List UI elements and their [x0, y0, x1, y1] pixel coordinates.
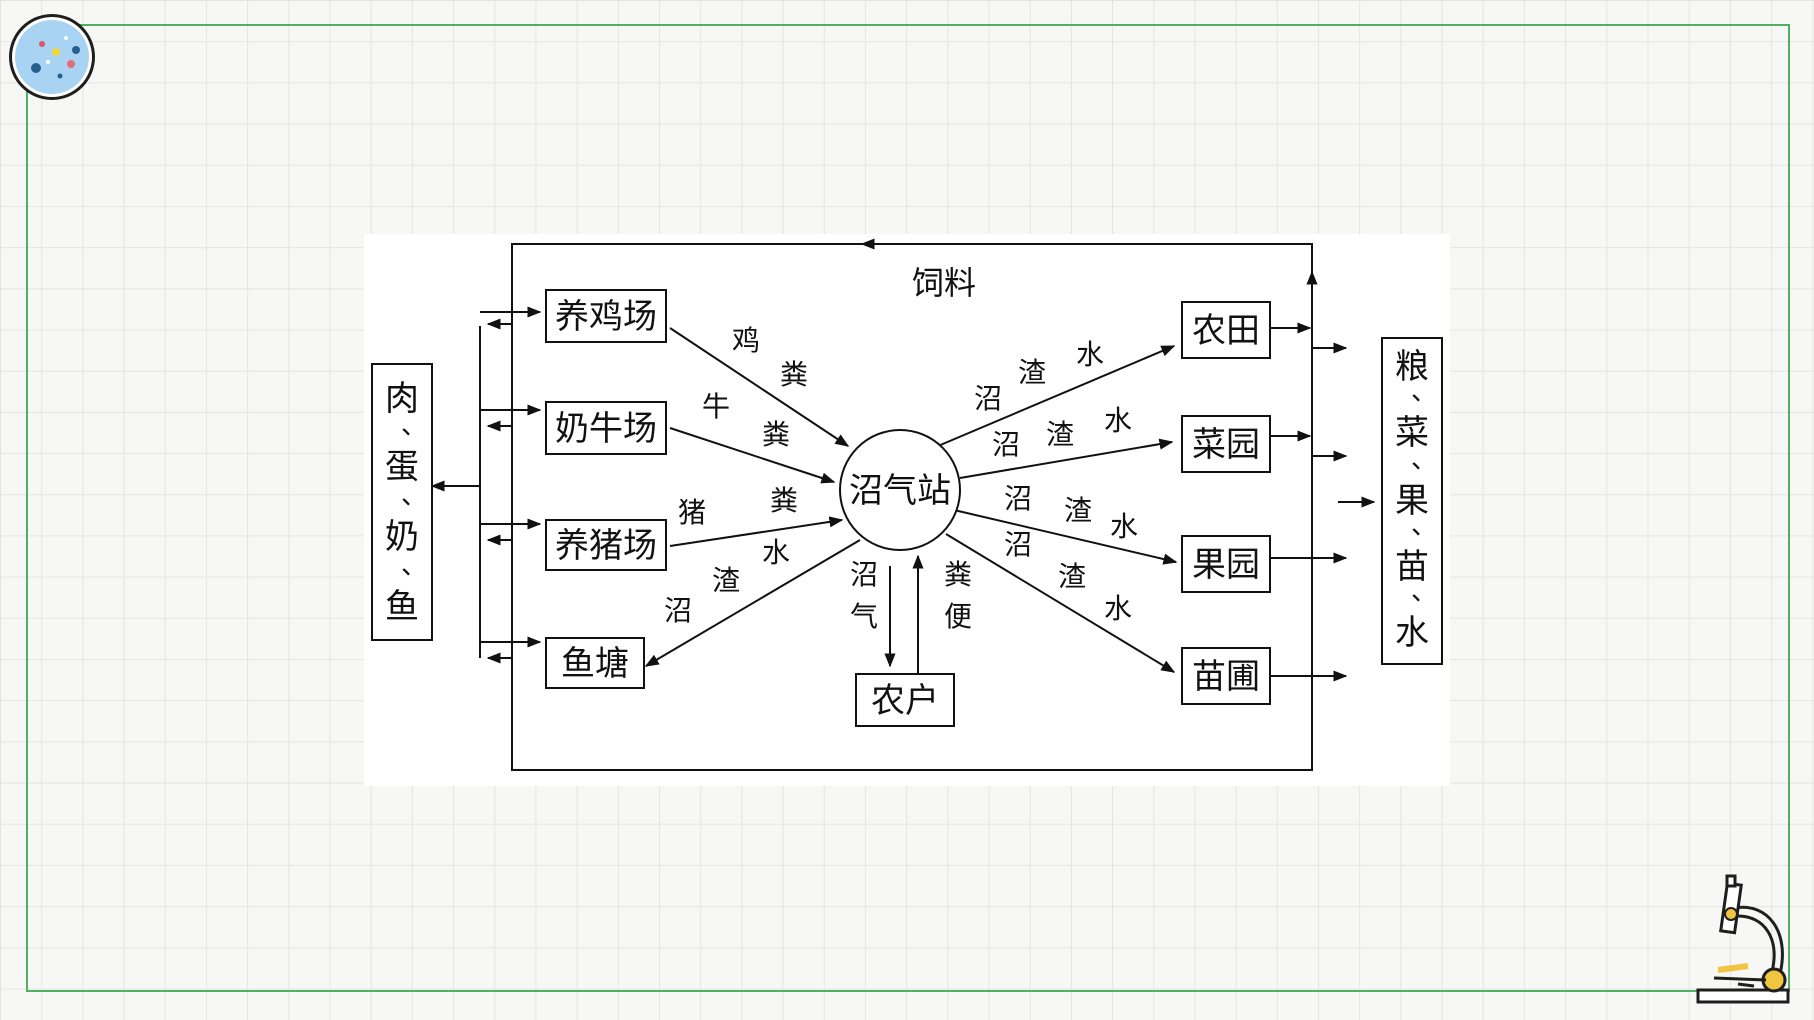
sink-box-garden: [1181, 415, 1271, 473]
slide-frame: [26, 24, 1790, 992]
center-label: 沼气站: [849, 471, 951, 511]
left-product-char: 肉: [385, 379, 419, 419]
source-box-cow: [545, 401, 667, 455]
edge-label-fish: 沼: [664, 594, 692, 627]
eco-agriculture-diagram: 饲料 养鸡场 奶牛场 养猪场 鱼塘 沼气站 农户 农田 菜园 果园 苗圃 肉 、…: [364, 234, 1450, 786]
household-label: 农户: [871, 681, 939, 721]
microscope-icon: [1696, 874, 1790, 1004]
right-product-char: 水: [1395, 613, 1429, 653]
right-product-char: 菜: [1395, 413, 1429, 453]
edge-label-from-household: 便: [944, 600, 972, 633]
household-box: [855, 673, 955, 727]
edge-label-nursery: 沼: [1004, 528, 1032, 561]
edge-label-nursery: 渣: [1058, 560, 1086, 593]
sink-label-garden: 菜园: [1192, 425, 1260, 465]
source-box-fish: [545, 637, 645, 689]
sink-label-orchard: 果园: [1192, 545, 1260, 585]
edge-label-cow: 牛: [702, 390, 730, 423]
sink-box-field: [1181, 301, 1271, 359]
edge-label-from-household: 粪: [944, 558, 972, 591]
center-to-fish-arrow: [644, 539, 861, 667]
source-box-chicken: [545, 289, 667, 343]
left-product-char: 鱼: [385, 587, 419, 627]
left-product-char: 蛋: [385, 447, 419, 487]
edge-label-garden: 渣: [1046, 418, 1074, 451]
biogas-station-node: [839, 429, 961, 551]
center-to-orchard-arrow: [953, 509, 1178, 565]
chicken-to-center-arrow: [669, 327, 850, 447]
edge-label-pig: 粪: [770, 484, 798, 517]
right-product-sep: 、: [1411, 577, 1437, 607]
center-to-field-arrow: [937, 345, 1176, 447]
left-product-sep: 、: [401, 411, 427, 441]
edge-label-to-household: 沼: [850, 558, 878, 591]
edge-label-nursery: 水: [1104, 592, 1132, 625]
right-product-char: 粮: [1395, 347, 1429, 387]
cow-to-center-arrow: [669, 427, 836, 484]
edge-label-field: 沼: [974, 382, 1002, 415]
edge-label-orchard: 渣: [1064, 494, 1092, 527]
edge-label-fish: 水: [762, 536, 790, 569]
right-product-char: 果: [1395, 481, 1429, 521]
edge-label-to-household: 气: [850, 600, 878, 633]
edge-label-chicken: 鸡: [732, 324, 760, 357]
edge-label-field: 水: [1076, 338, 1104, 371]
source-label-pig: 养猪场: [555, 526, 657, 566]
center-to-nursery-arrow: [945, 533, 1176, 673]
science-badge-icon: [9, 14, 95, 100]
right-product-sep: 、: [1411, 511, 1437, 541]
left-product-sep: 、: [401, 481, 427, 511]
edge-label-orchard: 沼: [1004, 482, 1032, 515]
left-product-char: 奶: [385, 517, 419, 557]
center-to-garden-arrow: [959, 438, 1174, 479]
feed-label: 饲料: [912, 264, 976, 302]
source-label-cow: 奶牛场: [555, 409, 657, 449]
sink-box-orchard: [1181, 535, 1271, 593]
right-product-sep: 、: [1411, 377, 1437, 407]
edge-label-cow: 粪: [762, 418, 790, 451]
source-label-fish: 鱼塘: [561, 644, 629, 684]
edge-label-chicken: 粪: [780, 358, 808, 391]
edge-label-fish: 渣: [712, 564, 740, 597]
edge-label-pig: 猪: [678, 496, 706, 529]
diagram-canvas: 饲料 养鸡场 奶牛场 养猪场 鱼塘 沼气站 农户 农田 菜园 果园 苗圃 肉 、…: [371, 238, 1443, 771]
left-products-box: [371, 363, 433, 641]
right-products-box: [1381, 337, 1443, 665]
edge-label-garden: 沼: [992, 428, 1020, 461]
sink-label-nursery: 苗圃: [1192, 657, 1260, 697]
right-product-sep: 、: [1411, 445, 1437, 475]
sink-label-field: 农田: [1192, 311, 1260, 351]
left-product-sep: 、: [401, 551, 427, 581]
edge-label-garden: 水: [1104, 404, 1132, 437]
pig-to-center-arrow: [669, 516, 844, 547]
edge-label-orchard: 水: [1110, 510, 1138, 543]
outer-frame: [511, 243, 1313, 771]
right-product-char: 苗: [1395, 547, 1429, 587]
source-box-pig: [545, 519, 667, 571]
edge-label-field: 渣: [1018, 356, 1046, 389]
sink-box-nursery: [1181, 647, 1271, 705]
source-label-chicken: 养鸡场: [555, 297, 657, 337]
